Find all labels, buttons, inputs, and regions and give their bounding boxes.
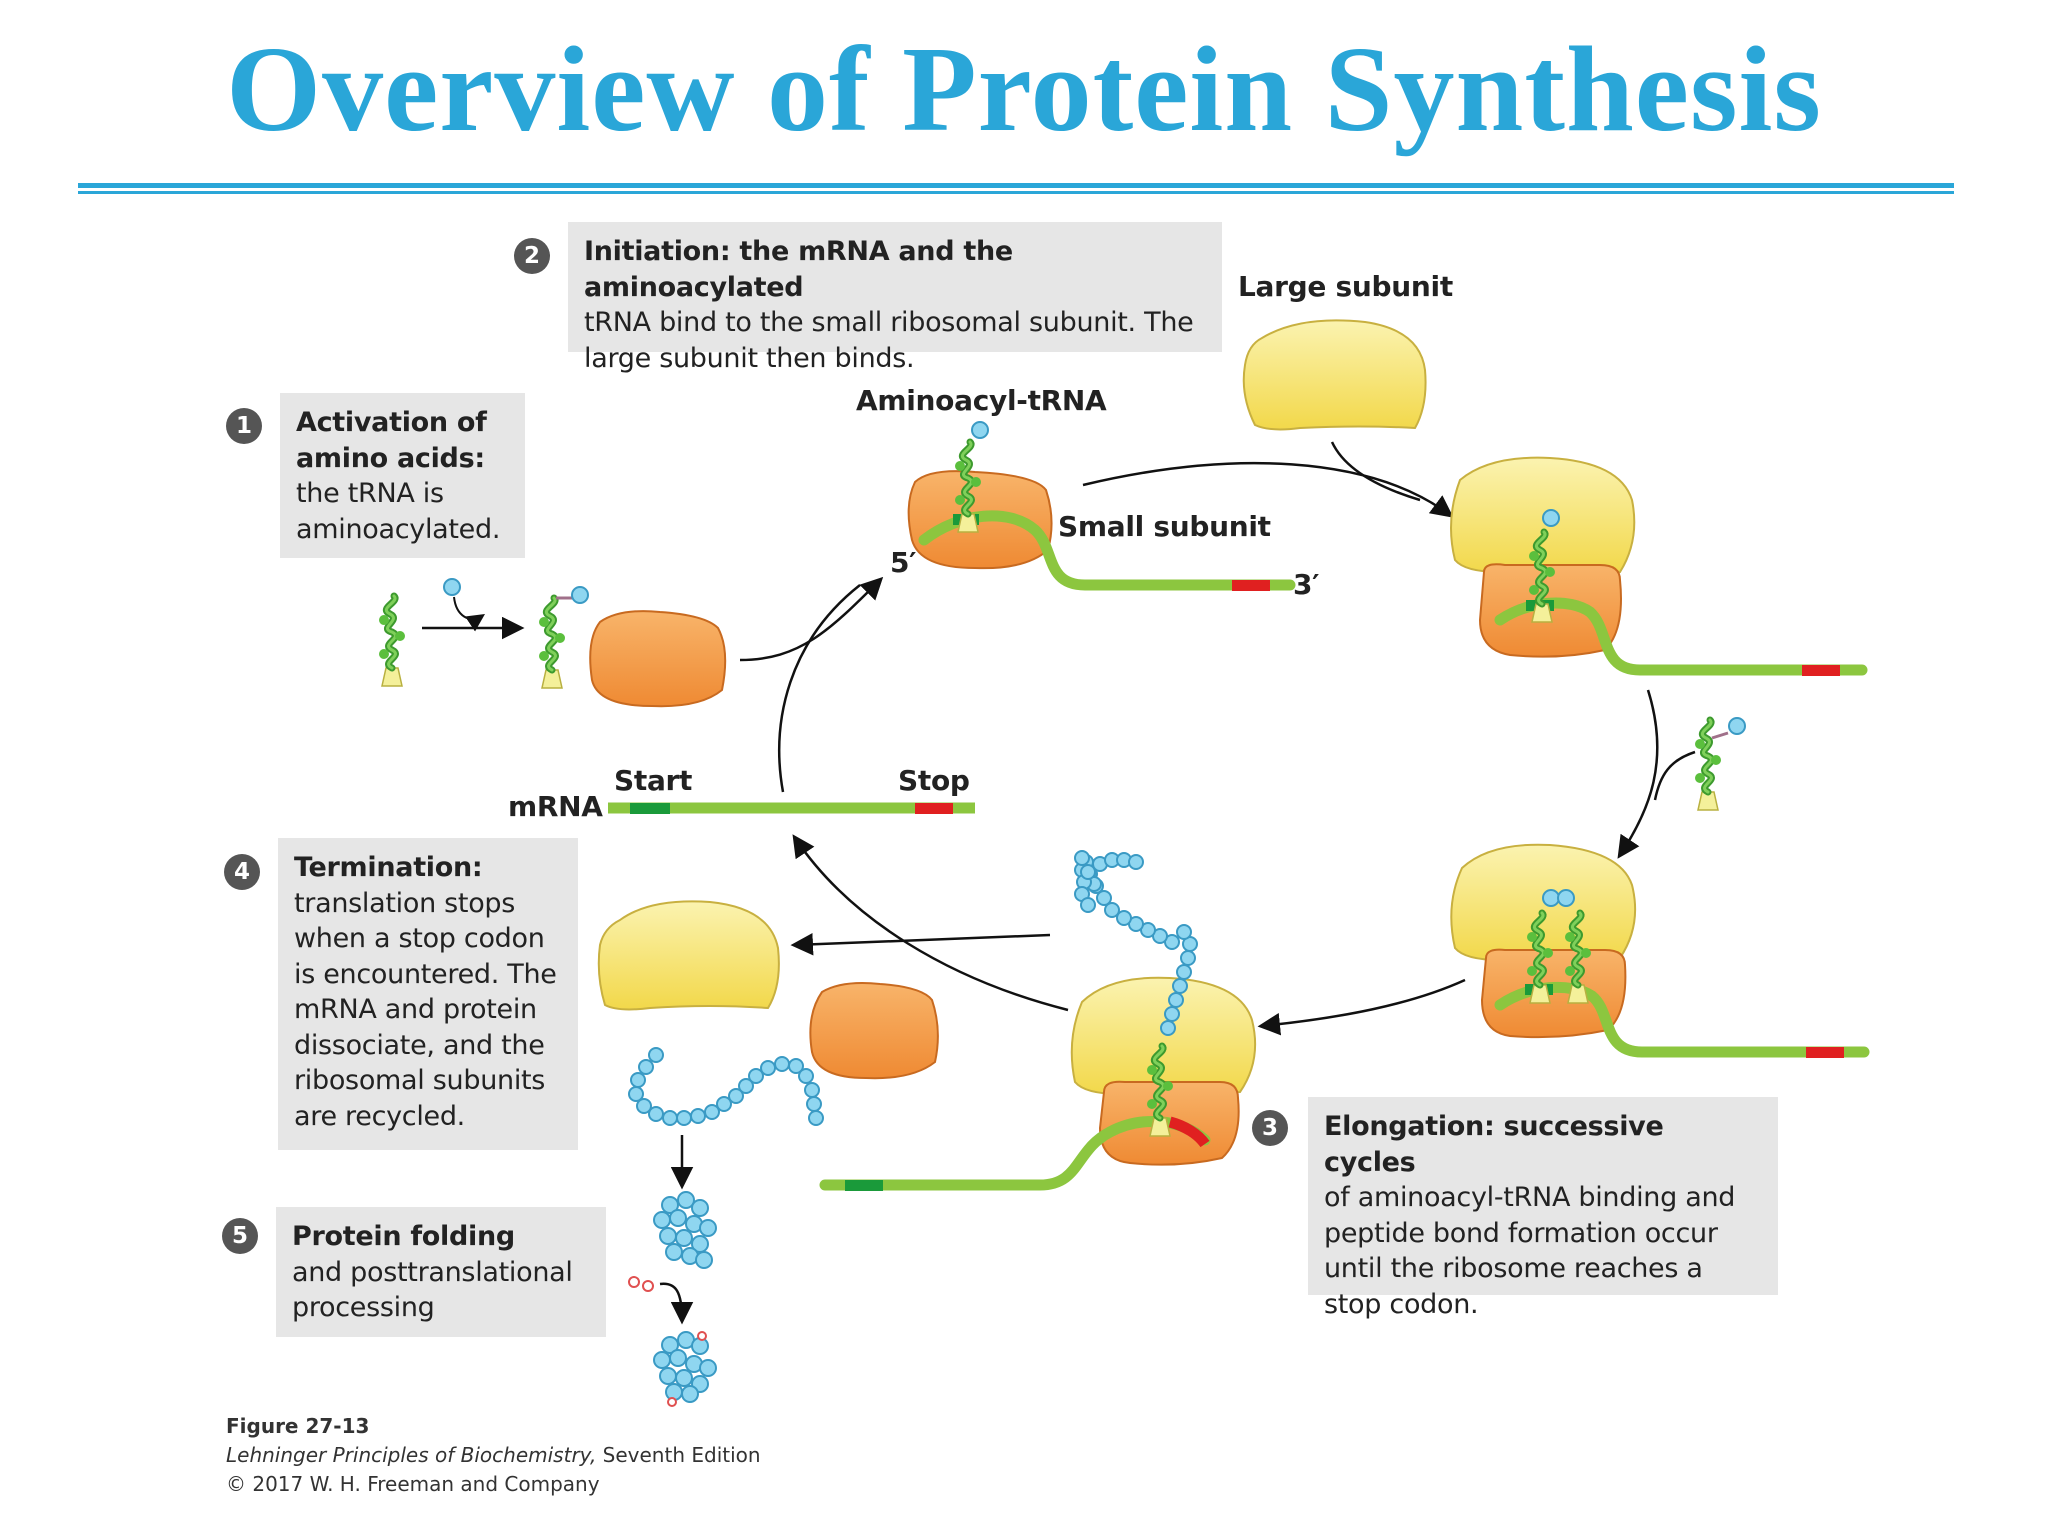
step-4-number: 4: [224, 854, 260, 890]
stop-codon: [915, 803, 953, 814]
step-3-number: 3: [1252, 1110, 1288, 1146]
label-mrna: mRNA: [508, 790, 603, 823]
page-title: Overview of Protein Synthesis: [226, 22, 1822, 157]
label-stop: Stop: [898, 764, 970, 797]
caption-copyright: © 2017 W. H. Freeman and Company: [226, 1472, 600, 1496]
processing-arrow: [659, 1282, 694, 1325]
small-subunit-released: [809, 982, 939, 1080]
folded-protein: [653, 1191, 717, 1269]
step-4-box: Termination: translation stops when a st…: [278, 838, 578, 1150]
cycle-arrow-up: [778, 584, 861, 793]
step-1-box: Activation of amino acids: the tRNA is a…: [280, 393, 525, 558]
processed-protein: [653, 1331, 717, 1403]
modifying-group: [642, 1280, 654, 1292]
large-subunit-free: [1242, 319, 1427, 431]
aa-join-arrow: [453, 596, 485, 632]
to-initiation-arrow: [739, 576, 884, 662]
amino-acid-initiation: [971, 421, 989, 439]
large-subunit-released: [597, 900, 780, 1011]
caption-figure: Figure 27-13: [226, 1414, 370, 1438]
trna-charged: [539, 598, 565, 688]
step-5-box: Protein folding and posttranslational pr…: [276, 1207, 606, 1337]
ribosome-two-trnas: [1450, 843, 1870, 1058]
start-codon: [630, 803, 670, 814]
released-polypeptide: [628, 1047, 824, 1126]
amino-acid: [443, 578, 461, 596]
step-2-box: Initiation: the mRNA and the aminoacylat…: [568, 222, 1222, 374]
figure-caption: Figure 27-13 Lehninger Principles of Bio…: [226, 1412, 761, 1499]
title-rule-thin: [78, 191, 1954, 194]
step-5-number: 5: [222, 1218, 258, 1254]
label-five-prime: 5′: [890, 546, 917, 579]
large-subunit-join-arrow: [1330, 441, 1421, 502]
step-3-box: Elongation: successive cycles of aminoac…: [1308, 1097, 1778, 1320]
arrow-down-right: [1617, 689, 1659, 859]
step-2-number: 2: [514, 238, 550, 274]
label-three-prime: 3′: [1293, 568, 1320, 601]
arrow-termination-release: [792, 834, 1069, 1012]
amino-acid-attached: [571, 586, 589, 604]
caption-book: Lehninger Principles of Biochemistry, Se…: [226, 1443, 761, 1467]
title-rule: [78, 183, 1954, 188]
modifying-group: [628, 1276, 640, 1288]
label-start: Start: [614, 764, 693, 797]
arrow-large-release: [790, 933, 1051, 956]
ribosome-initiated: [1450, 456, 1868, 676]
arrow-init-to-large: [1082, 461, 1454, 518]
amino-acid-incoming: [1728, 717, 1746, 735]
incoming-aminoacyl-trna: [1695, 720, 1721, 810]
growing-polypeptide: [1074, 850, 1198, 1036]
small-subunit-free: [589, 610, 727, 708]
trna-join-arrow: [1653, 750, 1696, 801]
ribosome-termination: [819, 976, 1257, 1191]
arrow-elongation-back: [1257, 978, 1466, 1036]
label-aminoacyl-trna: Aminoacyl-tRNA: [856, 384, 1107, 417]
label-large-subunit: Large subunit: [1238, 270, 1453, 303]
label-small-subunit: Small subunit: [1058, 510, 1271, 543]
stop-codon-initiation: [1232, 580, 1270, 591]
step-1-number: 1: [226, 408, 262, 444]
trna-uncharged: [379, 596, 405, 686]
